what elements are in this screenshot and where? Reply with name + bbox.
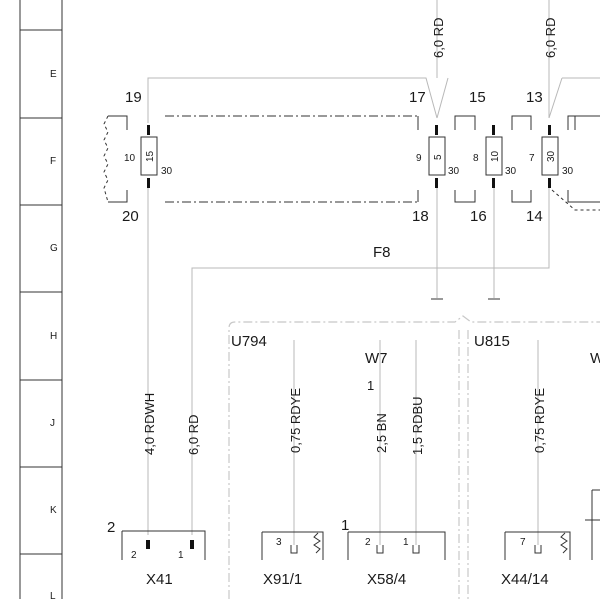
w7-pin-1: 1 [367,378,374,393]
svg-text:X58/4: X58/4 [367,571,406,588]
terminal-15: 15 [469,89,486,106]
module-w7: W7 [365,350,388,367]
svg-text:X91/1: X91/1 [263,571,302,588]
module-outline [228,315,600,599]
terminal-20: 20 [122,208,139,225]
svg-text:10: 10 [490,150,501,162]
row-label-l: L [50,591,56,599]
wire-label-0-75-rdye-2: 0,75 RDYE [532,388,547,453]
svg-text:9: 9 [416,153,422,164]
row-label-e: E [50,69,57,80]
svg-text:30: 30 [546,150,557,162]
row-label-g: G [50,243,58,254]
row-label-k: K [50,505,57,516]
svg-text:30: 30 [161,166,173,177]
wire-label-1-5-rdbu: 1,5 RDBU [410,396,425,455]
terminal-16: 16 [470,208,487,225]
module-w: W [590,350,600,367]
feed-wire-1 [147,77,438,123]
connector-x91-1: 3 X91/1 [261,531,324,588]
fuse-15: 15 10 30 [124,125,173,188]
wire-label-0-75-rdye-1: 0,75 RDYE [288,388,303,453]
terminal-13: 13 [526,89,543,106]
svg-text:2: 2 [365,537,371,548]
fuse-10: 10 8 30 [473,125,517,188]
svg-text:7: 7 [529,153,535,164]
svg-text:X44/14: X44/14 [501,571,549,588]
terminal-17: 17 [409,89,426,106]
svg-text:3: 3 [276,537,282,548]
connector-x44-14: 7 X44/14 [501,531,571,588]
terminal-19: 19 [125,89,142,106]
svg-text:2: 2 [107,519,115,536]
module-u794: U794 [231,333,267,350]
wire-label-top-1: 6,0 RD [431,18,446,58]
wire-label-4-0-rdwh: 4,0 RDWH [142,393,157,455]
connector-x41: 2 2 1 X41 [107,519,206,588]
svg-text:1: 1 [178,550,184,561]
fuse-30: 30 7 30 [529,125,574,188]
wire-label-top-2: 6,0 RD [543,18,558,58]
wire-label-2-5-bn: 2,5 BN [374,413,389,453]
feed-wire-4 [548,77,563,119]
svg-text:10: 10 [124,153,136,164]
row-label-j: J [50,418,55,429]
svg-text:7: 7 [520,537,526,548]
svg-text:X41: X41 [146,571,173,588]
wire-6-0-rd-loop [191,188,550,535]
svg-text:15: 15 [145,150,156,162]
row-label-f: F [50,156,56,167]
feed-wire-2 [436,77,449,119]
svg-text:2: 2 [131,550,137,561]
terminal-14: 14 [526,208,543,225]
svg-text:1: 1 [341,517,349,534]
fuse-block-label: F8 [373,244,391,261]
svg-text:8: 8 [473,153,479,164]
row-separators [20,29,62,555]
terminal-18: 18 [412,208,429,225]
module-u815: U815 [474,333,510,350]
connector-partial-right [585,489,600,560]
svg-text:1: 1 [403,537,409,548]
connector-x58-4: 1 2 1 X58/4 [341,517,446,588]
svg-text:30: 30 [562,166,574,177]
svg-text:30: 30 [448,166,460,177]
svg-text:5: 5 [433,154,444,160]
svg-text:30: 30 [505,166,517,177]
fuse-5: 5 9 30 [416,125,460,188]
row-label-h: H [50,331,57,342]
wire-label-6-0-rd: 6,0 RD [186,415,201,455]
